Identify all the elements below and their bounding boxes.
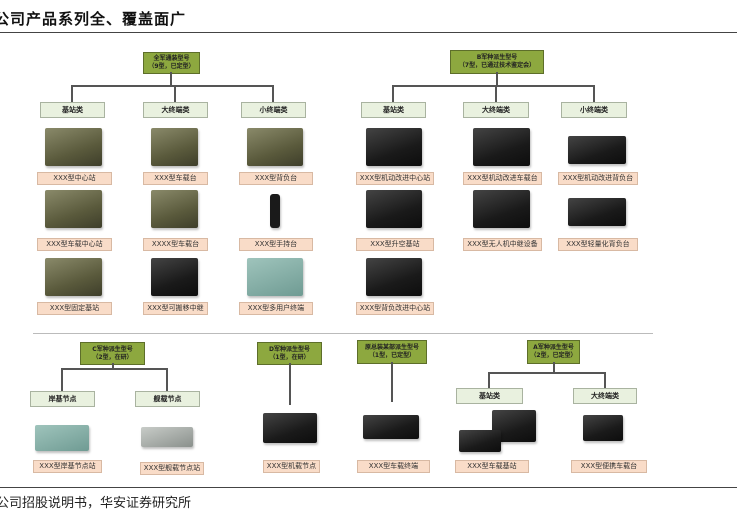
product-image bbox=[151, 190, 198, 228]
category-box: 小终端类 bbox=[561, 102, 627, 118]
connector-line bbox=[71, 85, 73, 102]
connector-line bbox=[61, 368, 63, 391]
bottom-rule bbox=[0, 487, 737, 488]
connector-line bbox=[488, 372, 490, 388]
group-title: C军种派生型号 bbox=[92, 345, 133, 353]
connector-line bbox=[593, 85, 595, 102]
product-label: XXX型车载中心站 bbox=[37, 238, 112, 251]
product-label: XXX型背负改进中心站 bbox=[356, 302, 434, 315]
category-box: 小终端类 bbox=[241, 102, 306, 118]
connector-line bbox=[392, 85, 593, 87]
product-image bbox=[141, 427, 193, 447]
product-image bbox=[247, 128, 303, 166]
product-label: XXX型岸基节点站 bbox=[33, 460, 102, 473]
connector-line bbox=[496, 72, 498, 85]
category-box: 大终端类 bbox=[463, 102, 529, 118]
connector-line bbox=[174, 85, 176, 102]
connector-line bbox=[604, 372, 606, 388]
category-box: 基站类 bbox=[456, 388, 523, 404]
product-label: XXX型可搬移中继 bbox=[143, 302, 208, 315]
product-label: XXX型车载台 bbox=[143, 172, 208, 185]
product-image bbox=[459, 430, 501, 452]
product-label: XXX型机动改进中心站 bbox=[356, 172, 434, 185]
group-subtitle: （7型，已通过技术鉴定会） bbox=[458, 62, 536, 69]
product-label: XXX型车载终端 bbox=[357, 460, 430, 473]
product-label: XXX型车载基站 bbox=[455, 460, 529, 473]
product-image bbox=[270, 194, 280, 228]
category-box: 舰载节点 bbox=[135, 391, 200, 407]
group-title: D军种派生型号 bbox=[269, 345, 310, 353]
group-title-box: D军种派生型号（1型，在研） bbox=[257, 342, 322, 365]
connector-line bbox=[166, 368, 168, 391]
group-subtitle: （2型，在研） bbox=[92, 353, 133, 361]
connector-line bbox=[71, 85, 272, 87]
product-label: XXXX型车载台 bbox=[143, 238, 208, 251]
section-divider bbox=[33, 333, 653, 334]
group-title-box: A军种派生型号（2型，已定型） bbox=[527, 340, 580, 364]
product-label: XXX型无人机中继设备 bbox=[463, 238, 542, 251]
category-box: 大终端类 bbox=[143, 102, 208, 118]
connector-line bbox=[553, 362, 555, 372]
product-image bbox=[473, 128, 530, 166]
product-label: XXX型便携车载台 bbox=[571, 460, 647, 473]
connector-line bbox=[392, 85, 394, 102]
product-image bbox=[366, 190, 422, 228]
product-image bbox=[45, 128, 102, 166]
connector-line bbox=[272, 85, 274, 102]
connector-line bbox=[391, 362, 393, 402]
product-label: XXX型升空基站 bbox=[356, 238, 434, 251]
product-image bbox=[363, 415, 419, 439]
connector-line bbox=[488, 372, 604, 374]
product-image bbox=[583, 415, 623, 441]
group-subtitle: （2型，已定型） bbox=[530, 352, 577, 359]
product-image bbox=[247, 258, 303, 296]
product-label: XXX型多用户终端 bbox=[239, 302, 313, 315]
product-label: XXX型中心站 bbox=[37, 172, 112, 185]
group-subtitle: （1型，已定型） bbox=[368, 352, 416, 359]
group-title: A军种派生型号 bbox=[533, 344, 574, 351]
product-label: XXX型舰载节点站 bbox=[140, 462, 204, 475]
product-image bbox=[151, 258, 198, 296]
product-label: XXX型固定基站 bbox=[37, 302, 112, 315]
product-label: XXX型手持台 bbox=[239, 238, 313, 251]
connector-line bbox=[112, 363, 114, 368]
page-title: 公司产品系列全、覆盖面广 bbox=[0, 10, 187, 28]
product-image bbox=[366, 128, 422, 166]
connector-line bbox=[170, 72, 172, 85]
group-title-box: C军种派生型号（2型，在研） bbox=[80, 342, 145, 365]
top-rule bbox=[0, 32, 737, 33]
source-footer: 公司招股说明书，华安证券研究所 bbox=[0, 496, 192, 511]
product-label: XXX型机载节点 bbox=[263, 460, 320, 473]
group-subtitle: （1型，在研） bbox=[269, 353, 310, 361]
product-image bbox=[473, 190, 530, 228]
product-image bbox=[366, 258, 422, 296]
product-image bbox=[151, 128, 198, 166]
category-box: 基站类 bbox=[40, 102, 105, 118]
group-title-box: B军种派生型号（7型，已通过技术鉴定会） bbox=[450, 50, 544, 74]
category-box: 大终端类 bbox=[573, 388, 637, 404]
category-box: 岸基节点 bbox=[30, 391, 95, 407]
product-label: XXX型背负台 bbox=[239, 172, 313, 185]
connector-line bbox=[61, 368, 166, 370]
connector-line bbox=[495, 85, 497, 102]
product-label: XXX型机动改进背负台 bbox=[558, 172, 638, 185]
group-subtitle: （9型，已定型） bbox=[148, 63, 195, 70]
product-image bbox=[263, 413, 317, 443]
group-title-box: 原总装某部派生型号（1型，已定型） bbox=[357, 340, 427, 364]
product-image bbox=[568, 198, 626, 226]
product-image bbox=[568, 136, 626, 164]
group-title: B军种派生型号 bbox=[476, 54, 518, 61]
group-title-box: 全军通装型号（9型，已定型） bbox=[143, 52, 200, 74]
group-title: 全军通装型号 bbox=[153, 55, 190, 62]
connector-line bbox=[289, 363, 291, 405]
product-image bbox=[35, 425, 89, 451]
product-label: XXX型机动改进车载台 bbox=[463, 172, 542, 185]
product-label: XXX型轻量化背负台 bbox=[558, 238, 638, 251]
product-image bbox=[45, 190, 102, 228]
category-box: 基站类 bbox=[361, 102, 426, 118]
group-title: 原总装某部派生型号 bbox=[364, 344, 419, 351]
product-image bbox=[45, 258, 102, 296]
